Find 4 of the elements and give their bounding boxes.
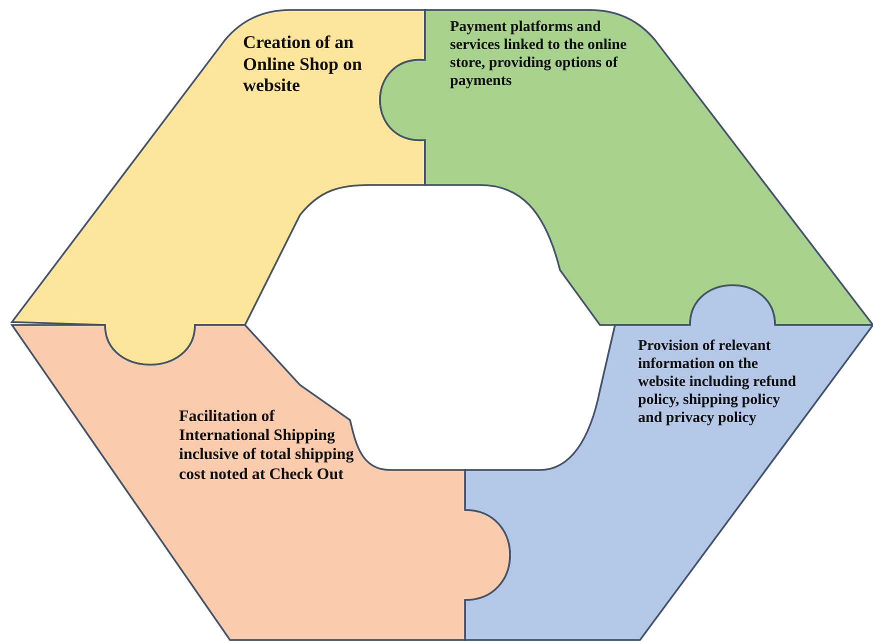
piece-text: Payment platforms and services linked to the online store, providing options of payments (450, 18, 628, 90)
piece-text: Provision of relevant information on the website including refund policy, shipping policy and privacy policy (638, 337, 798, 427)
piece-text: Creation of an Online Shop on website (243, 32, 364, 97)
piece-text: Facilitation of International Shipping inclusive of total shipping cost noted at Check Out (179, 407, 355, 484)
